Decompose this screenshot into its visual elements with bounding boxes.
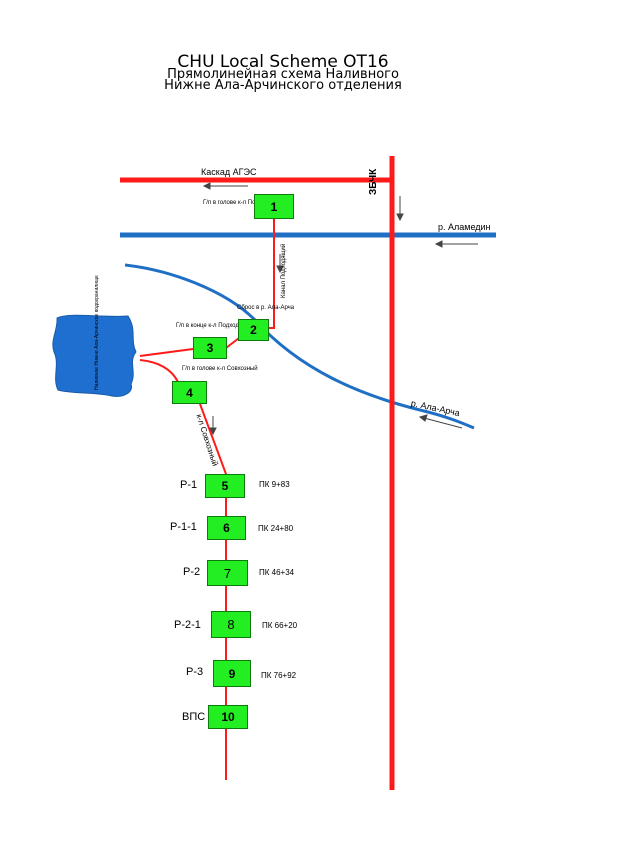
node-10[interactable]: 10 (208, 705, 248, 729)
label-gp-konec-podhod: Г/п в конце к-л Подходящий (176, 323, 254, 329)
reservoir-shape (52, 314, 137, 397)
node-7-name: Р-2 (183, 566, 201, 578)
scheme-title: CHU Local Scheme OT16 (177, 52, 389, 72)
node-6-name: Р-1-1 (170, 521, 197, 533)
node-10-name: ВПС (182, 711, 206, 723)
node-9-pk: ПК 76+92 (261, 671, 297, 680)
scheme-subtitle-2: Нижне Ала-Арчинского отделения (164, 78, 402, 93)
label-alamedin: р. Аламедин (438, 222, 491, 232)
node-8-pk: ПК 66+20 (262, 621, 298, 630)
node-5-pk: ПК 9+83 (259, 480, 290, 489)
node-1[interactable]: 1 (254, 194, 294, 219)
label-sbros: Сброс в р. Ала-Арча (237, 305, 295, 311)
node-5-name: Р-1 (180, 479, 198, 491)
label-zbchk: ЗБЧК (368, 168, 379, 195)
label-gp-golova-sovhoz: Г/п в голове к-л Совхозный (182, 366, 258, 372)
canal-podhodyashchiy (268, 218, 275, 329)
node-6[interactable]: 6 (207, 516, 246, 540)
node-7[interactable]: 7 (207, 560, 248, 586)
node-6-pk: ПК 24+80 (258, 524, 294, 533)
node-7-pk: ПК 46+34 (259, 568, 295, 577)
label-kaskad: Каскад АГЭС (201, 167, 257, 177)
node-5[interactable]: 5 (205, 474, 245, 498)
river-ala-archa (124, 263, 475, 430)
node-8-name: Р-2-1 (174, 619, 201, 631)
node-3[interactable]: 3 (193, 337, 227, 359)
node-2[interactable]: 2 (238, 319, 269, 341)
node-9[interactable]: 9 (213, 660, 251, 687)
scheme-subtitle-1: Прямолинейная схема Наливного (167, 67, 399, 82)
canal-2-to-3 (225, 337, 240, 349)
node-4[interactable]: 4 (172, 381, 207, 404)
canal-3-to-reservoir (139, 348, 194, 357)
label-kanal-podhod: Канал Подходящий (281, 243, 287, 298)
node-8[interactable]: 8 (211, 611, 251, 638)
node-9-name: Р-3 (186, 666, 204, 678)
flow-arrows (202, 182, 478, 436)
label-reservoir: Наливное Нижне Ала-Арчинское водохранили… (94, 275, 100, 390)
canal-reservoir-to-4 (139, 359, 179, 383)
label-gp-golova-podhod: Г/п в голове к-л Подходящий (203, 200, 284, 206)
